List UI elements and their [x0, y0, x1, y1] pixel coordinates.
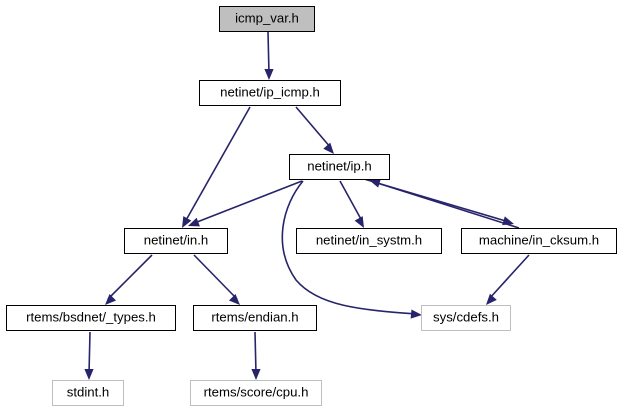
graph-node-label: netinet/in.h	[143, 232, 209, 248]
graph-node-label: machine/in_cksum.h	[478, 232, 600, 248]
edge-in-to-endian	[193, 254, 238, 300]
edge-in_cksum-to-cdefs	[488, 254, 530, 300]
graph-node-cdefs[interactable]: sys/cdefs.h	[421, 305, 511, 331]
graph-node-label: netinet/ip.h	[307, 158, 372, 174]
graph-node-in_systm[interactable]: netinet/in_systm.h	[296, 228, 442, 254]
arrowhead-icon	[354, 216, 364, 228]
edge-endian-to-score_cpu	[254, 331, 257, 375]
edge-ip_icmp-to-ip	[295, 106, 332, 149]
edge-ip-to-in_systm	[339, 180, 363, 222]
arrowhead-icon	[264, 69, 274, 80]
arrowhead-icon	[486, 293, 497, 305]
arrowhead-icon	[502, 216, 514, 226]
edge-ip_icmp-to-in	[184, 106, 251, 223]
graph-node-in[interactable]: netinet/in.h	[124, 228, 228, 254]
graph-node-label: rtems/endian.h	[211, 309, 299, 325]
arrowheads-group	[84, 69, 514, 380]
arrowhead-icon	[228, 293, 240, 305]
graph-node-label: rtems/score/cpu.h	[203, 384, 309, 400]
edge-bsdnet_types-to-stdint	[88, 331, 91, 375]
graph-node-label: icmp_var.h	[235, 10, 299, 26]
graph-node-ip[interactable]: netinet/ip.h	[289, 154, 390, 180]
edge-ip-to-cdefs	[281, 180, 419, 315]
graph-node-label: rtems/bsdnet/_types.h	[26, 309, 156, 325]
arrowhead-icon	[369, 178, 381, 188]
graph-node-icmp_var[interactable]: icmp_var.h	[219, 6, 315, 32]
arrowhead-icon	[182, 216, 192, 228]
graph-node-label: sys/cdefs.h	[433, 309, 499, 325]
graph-node-stdint[interactable]: stdint.h	[52, 380, 124, 406]
graph-node-bsdnet_types[interactable]: rtems/bsdnet/_types.h	[6, 305, 176, 331]
graph-node-ip_icmp[interactable]: netinet/ip_icmp.h	[199, 80, 341, 106]
arrowhead-icon	[105, 293, 117, 305]
graph-node-endian[interactable]: rtems/endian.h	[193, 305, 317, 331]
edge-in_cksum-to-ip	[373, 181, 520, 229]
edge-ip-to-in	[191, 180, 303, 225]
arrowhead-icon	[251, 369, 261, 380]
graph-node-label: stdint.h	[66, 384, 110, 400]
arrowhead-icon	[188, 217, 200, 227]
edge-in-to-bsdnet_types	[107, 254, 153, 300]
arrowhead-icon	[84, 369, 94, 380]
graph-node-label: netinet/in_systm.h	[315, 232, 423, 248]
graph-node-label: netinet/ip_icmp.h	[220, 84, 320, 100]
graph-node-score_cpu[interactable]: rtems/score/cpu.h	[190, 380, 322, 406]
edges-group	[88, 31, 530, 375]
arrowhead-icon	[323, 142, 334, 154]
edge-icmp_var-to-ip_icmp	[267, 31, 270, 75]
arrowhead-icon	[410, 309, 422, 319]
graph-node-in_cksum[interactable]: machine/in_cksum.h	[461, 228, 617, 254]
